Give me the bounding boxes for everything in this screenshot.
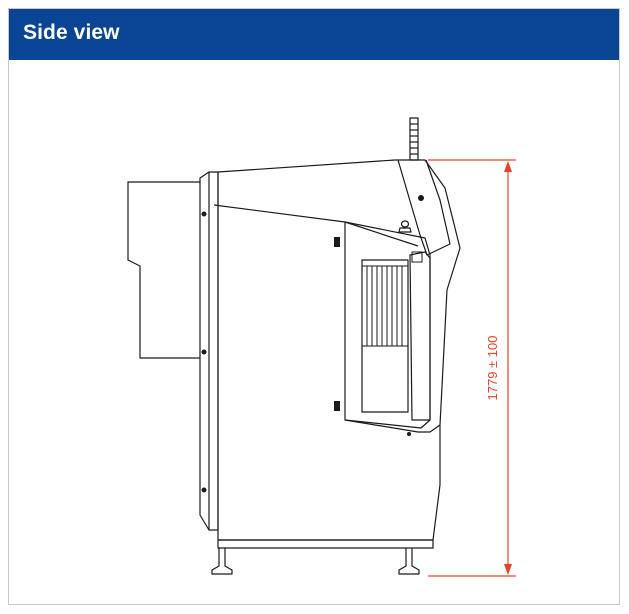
top-slant-line-2: [344, 221, 419, 247]
door-hinges: [334, 237, 423, 411]
top-slant-line: [213, 204, 346, 223]
signal-tower-rings: [410, 123, 418, 155]
rear-hopper: [127, 181, 200, 359]
lower-front-slant: [344, 419, 441, 433]
filter-grille-ribs: [362, 265, 408, 347]
rear-foot: [211, 548, 233, 575]
front-lid: [397, 159, 451, 256]
dimension-arrow-top: [504, 161, 512, 172]
dimension-label: 1779 ± 100: [485, 336, 500, 401]
upper-hinge: [334, 237, 340, 247]
top-knob-stem: [398, 227, 412, 233]
front-foot: [398, 548, 420, 575]
side-view-card: Side view: [8, 8, 620, 605]
top-knob: [400, 220, 410, 228]
lower-hinge: [334, 401, 340, 411]
filter-grille-box: [361, 259, 409, 413]
card-header: Side view: [9, 9, 619, 60]
dimension-arrow-bottom: [504, 564, 512, 575]
card-title: Side view: [23, 21, 120, 44]
main-housing: [217, 159, 461, 541]
signal-tower: [409, 117, 419, 161]
height-dimension: [428, 159, 516, 577]
front-panel-bracket: [409, 251, 431, 421]
upper-latch: [411, 251, 423, 263]
base-plate: [217, 539, 434, 549]
machine-outline: [127, 117, 461, 575]
fasteners: [201, 195, 424, 493]
